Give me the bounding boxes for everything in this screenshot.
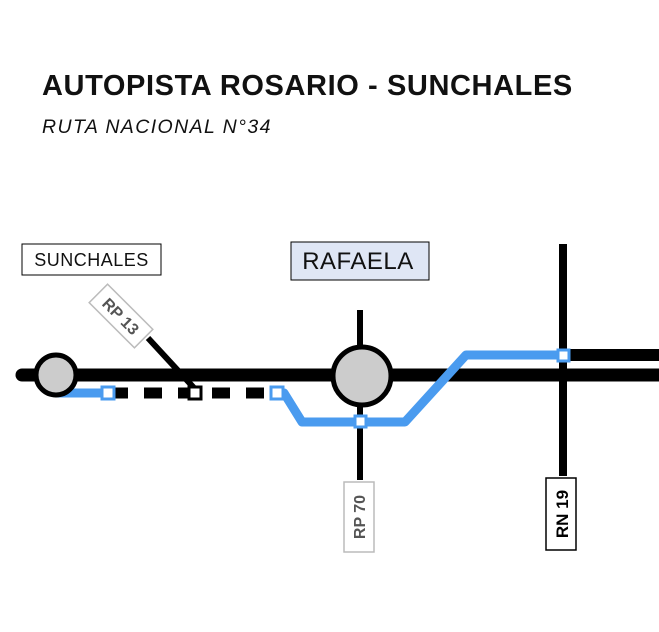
rp70-label: RP 70 xyxy=(352,495,369,539)
junction-marker xyxy=(353,414,368,429)
rafaela-label-box xyxy=(290,241,430,281)
autopista-line-main xyxy=(277,350,565,427)
sunchales-label: SUNCHALES xyxy=(34,250,149,270)
rp70-sign: RP 70 xyxy=(343,481,375,553)
junction-marker xyxy=(100,385,116,401)
rafaela-label: RAFAELA xyxy=(302,248,414,275)
junction-marker xyxy=(269,385,285,401)
sunchales-roundabout xyxy=(33,352,79,398)
junction-marker xyxy=(187,385,203,401)
rn19-label: RN 19 xyxy=(553,490,572,538)
junction-marker xyxy=(556,348,571,363)
rp13-sign: RP 13 xyxy=(88,283,154,349)
rafaela-roundabout xyxy=(330,344,394,408)
rn19-sign: RN 19 xyxy=(545,477,577,551)
page-title: AUTOPISTA ROSARIO - SUNCHALES xyxy=(42,70,573,102)
page-subtitle: RUTA NACIONAL N°34 xyxy=(42,116,272,138)
sunchales-label-box xyxy=(21,243,162,276)
